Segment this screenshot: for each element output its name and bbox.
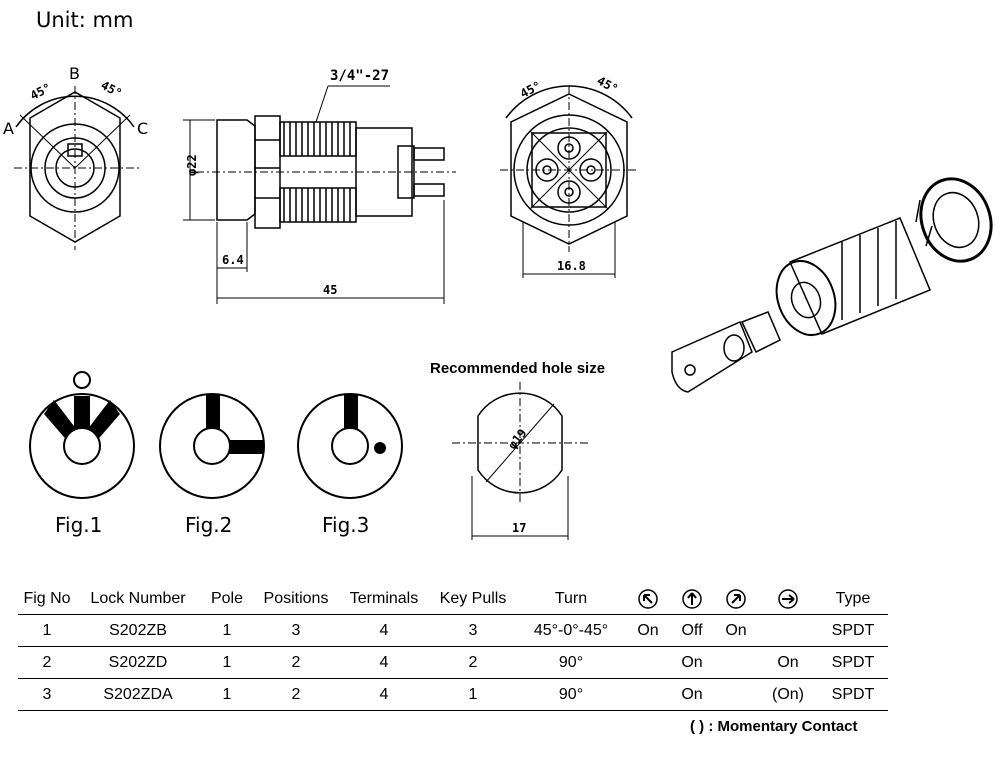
- cell-lock-number: S202ZDA: [76, 678, 200, 711]
- hole-dim-diameter: φ19: [505, 426, 529, 452]
- cell-terminals: 4: [338, 646, 430, 679]
- front-label-b: B: [69, 64, 80, 83]
- cell-pos-up-right: [714, 678, 758, 711]
- table-row: 1 S202ZB 1 3 4 3 45°-0°-45° On Off On SP…: [18, 614, 888, 647]
- col-position-right: [758, 583, 818, 615]
- unit-label: Unit: mm: [36, 8, 134, 32]
- front-label-c: C: [137, 119, 148, 138]
- col-position-up-right: [714, 583, 758, 615]
- cell-turn: 90°: [516, 678, 626, 711]
- side-dim-length: 45: [323, 283, 337, 297]
- cell-pos-up-left: On: [626, 614, 670, 647]
- cell-turn: 90°: [516, 646, 626, 679]
- rear-angle-right: 45°: [595, 74, 621, 97]
- cell-pole: 1: [200, 678, 254, 711]
- table-header-row: Fig No Lock Number Pole Positions Termin…: [18, 583, 888, 615]
- cell-lock-number: S202ZD: [76, 646, 200, 679]
- side-dim-thread: 3/4"-27: [330, 68, 389, 84]
- front-label-a: A: [3, 119, 14, 138]
- hole-size-drawing: [452, 382, 590, 540]
- side-dim-flange: 6.4: [222, 253, 244, 267]
- momentary-contact-note: ( ) : Momentary Contact: [690, 718, 858, 735]
- cell-fig-no: 2: [18, 646, 76, 679]
- cell-terminals: 4: [338, 614, 430, 647]
- arrow-right-icon: [778, 588, 798, 609]
- cell-pole: 1: [200, 646, 254, 679]
- hole-size-title: Recommended hole size: [430, 360, 605, 377]
- col-positions: Positions: [254, 583, 338, 615]
- cell-key-pulls: 3: [430, 614, 516, 647]
- rear-view: 45° 45° 16.8: [500, 74, 638, 278]
- rear-dim-width: 16.8: [557, 259, 586, 273]
- col-position-up-left: [626, 583, 670, 615]
- cell-type: SPDT: [818, 678, 888, 711]
- figure-3: [297, 393, 403, 499]
- cell-key-pulls: 2: [430, 646, 516, 679]
- col-pole: Pole: [200, 583, 254, 615]
- cell-lock-number: S202ZB: [76, 614, 200, 647]
- specification-table: Fig No Lock Number Pole Positions Termin…: [18, 583, 888, 711]
- cell-turn: 45°-0°-45°: [516, 614, 626, 647]
- cell-fig-no: 3: [18, 678, 76, 711]
- cell-pos-right: On: [758, 646, 818, 679]
- side-dim-diameter: φ22: [185, 154, 199, 176]
- hole-dim-width: 17: [512, 521, 526, 535]
- switch-illustration: [671, 177, 993, 393]
- technical-drawing: A B C 45° 45°: [3, 64, 993, 540]
- cell-pos-up-left: [626, 678, 670, 711]
- col-position-up: [670, 583, 714, 615]
- front-view: A B C 45° 45°: [3, 64, 148, 250]
- arrow-up-icon: [682, 588, 702, 609]
- cell-pos-up-right: [714, 646, 758, 679]
- table-row: 3 S202ZDA 1 2 4 1 90° On (On) SPDT: [18, 678, 888, 711]
- figure-1-label: Fig.1: [55, 513, 102, 537]
- side-view: 3/4"-27 φ22 6.4 45: [183, 68, 456, 304]
- table-row: 2 S202ZD 1 2 4 2 90° On On SPDT: [18, 646, 888, 679]
- figure-3-label: Fig.3: [322, 513, 369, 537]
- cell-positions: 2: [254, 646, 338, 679]
- arrow-up-right-icon: [726, 588, 746, 609]
- cell-pos-up: Off: [670, 614, 714, 647]
- col-type: Type: [818, 583, 888, 615]
- figure-2: [159, 393, 265, 499]
- cell-type: SPDT: [818, 614, 888, 647]
- cell-pos-up: On: [670, 678, 714, 711]
- cell-pos-right: [758, 614, 818, 647]
- front-angle-left: 45°: [28, 80, 54, 103]
- arrow-up-left-icon: [638, 588, 658, 609]
- cell-key-pulls: 1: [430, 678, 516, 711]
- col-turn: Turn: [516, 583, 626, 615]
- col-lock-number: Lock Number: [76, 583, 200, 615]
- cell-terminals: 4: [338, 678, 430, 711]
- rear-angle-left: 45°: [518, 78, 544, 101]
- col-terminals: Terminals: [338, 583, 430, 615]
- front-angle-right: 45°: [99, 78, 125, 101]
- cell-type: SPDT: [818, 646, 888, 679]
- cell-pos-up-right: On: [714, 614, 758, 647]
- cell-pos-up: On: [670, 646, 714, 679]
- col-fig-no: Fig No: [18, 583, 76, 615]
- col-key-pulls: Key Pulls: [430, 583, 516, 615]
- cell-pos-right: (On): [758, 678, 818, 711]
- figure-1: [29, 371, 135, 499]
- cell-fig-no: 1: [18, 614, 76, 647]
- cell-positions: 2: [254, 678, 338, 711]
- cell-pole: 1: [200, 614, 254, 647]
- cell-positions: 3: [254, 614, 338, 647]
- cell-pos-up-left: [626, 646, 670, 679]
- figure-2-label: Fig.2: [185, 513, 232, 537]
